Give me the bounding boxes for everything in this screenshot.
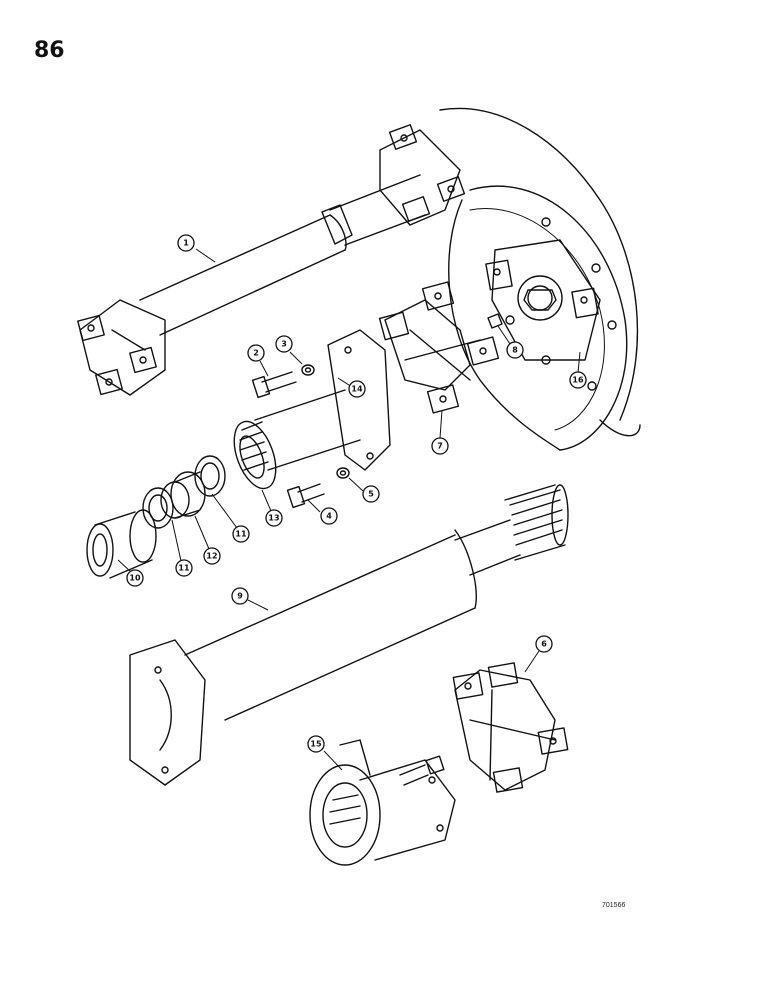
leader-9 [247, 599, 269, 611]
svg-text:10: 10 [129, 574, 141, 583]
leader-1 [195, 248, 216, 263]
callout-9: 9 [231, 587, 249, 605]
callout-10: 10 [126, 569, 144, 587]
leader-8 [497, 325, 511, 345]
callout-2: 2 [247, 344, 265, 362]
bearing-stack [86, 455, 226, 579]
svg-text:14: 14 [351, 385, 363, 394]
leader-6 [524, 650, 540, 673]
svg-text:5: 5 [368, 490, 374, 499]
page-number: 86 [34, 38, 65, 63]
callout-6: 6 [535, 635, 553, 653]
driveshaft-lower [129, 484, 569, 786]
leader-11b [211, 493, 238, 529]
leader-15 [323, 750, 343, 771]
svg-text:6: 6 [541, 640, 547, 649]
callout-4: 4 [320, 507, 338, 525]
svg-text:16: 16 [572, 376, 584, 385]
svg-text:3: 3 [281, 340, 287, 349]
svg-text:11: 11 [235, 530, 247, 539]
universal-joint-cross [378, 281, 500, 414]
leader-3 [289, 351, 303, 365]
svg-text:11: 11 [178, 564, 190, 573]
callout-11b: 11 [232, 525, 250, 543]
svg-text:8: 8 [512, 346, 518, 355]
flange-yoke [309, 739, 456, 866]
figure-code: 701566 [602, 902, 626, 909]
svg-text:7: 7 [437, 442, 443, 451]
svg-text:13: 13 [268, 514, 279, 523]
wheel-disc [439, 107, 641, 451]
leader-10 [117, 559, 131, 572]
callout-12: 12 [203, 547, 221, 565]
callout-7: 7 [431, 437, 449, 455]
svg-text:12: 12 [206, 552, 217, 561]
leader-4 [307, 499, 321, 513]
leader-13 [261, 489, 272, 512]
callout-13: 13 [265, 509, 283, 527]
callout-1: 1 [177, 234, 195, 252]
leader-12 [194, 515, 210, 550]
callout-14: 14 [348, 380, 366, 398]
leader-7 [439, 409, 443, 439]
svg-text:9: 9 [237, 592, 243, 601]
driveshaft-upper [77, 124, 466, 396]
leader-11a [171, 519, 182, 562]
slip-yoke [233, 329, 391, 490]
leader-2 [259, 360, 269, 377]
leader-16 [577, 351, 581, 374]
svg-text:1: 1 [183, 239, 189, 248]
universal-joint-spare [452, 662, 569, 793]
callout-3: 3 [275, 335, 293, 353]
svg-text:15: 15 [310, 740, 322, 749]
callout-15: 15 [307, 735, 325, 753]
callout-5: 5 [362, 485, 380, 503]
leader-5 [348, 477, 364, 492]
callout-8: 8 [506, 341, 524, 359]
callout-16: 16 [569, 371, 587, 389]
svg-text:2: 2 [253, 349, 259, 358]
svg-text:4: 4 [326, 512, 332, 521]
bolts-and-washers [251, 364, 350, 509]
callout-11a: 11 [175, 559, 193, 577]
